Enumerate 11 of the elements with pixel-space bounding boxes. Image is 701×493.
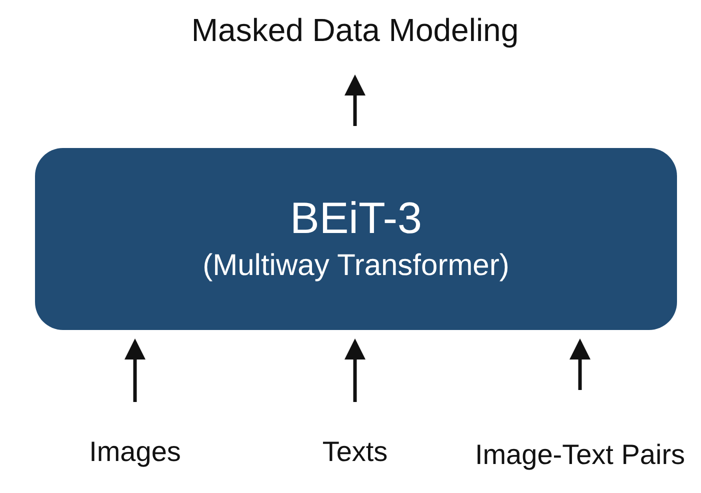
arrow: [344, 338, 366, 402]
arrow: [570, 338, 590, 390]
model-name: BEiT-3: [290, 193, 422, 246]
input-label: Texts: [275, 430, 435, 474]
model-box: [35, 148, 677, 330]
arrow: [344, 74, 366, 126]
output-label: Masked Data Modeling: [130, 8, 580, 54]
model-subtitle: (Multiway Transformer): [202, 248, 510, 284]
input-label: Images: [55, 430, 215, 474]
input-label: Image-Text Pairs: [470, 418, 690, 492]
arrow: [124, 338, 146, 402]
